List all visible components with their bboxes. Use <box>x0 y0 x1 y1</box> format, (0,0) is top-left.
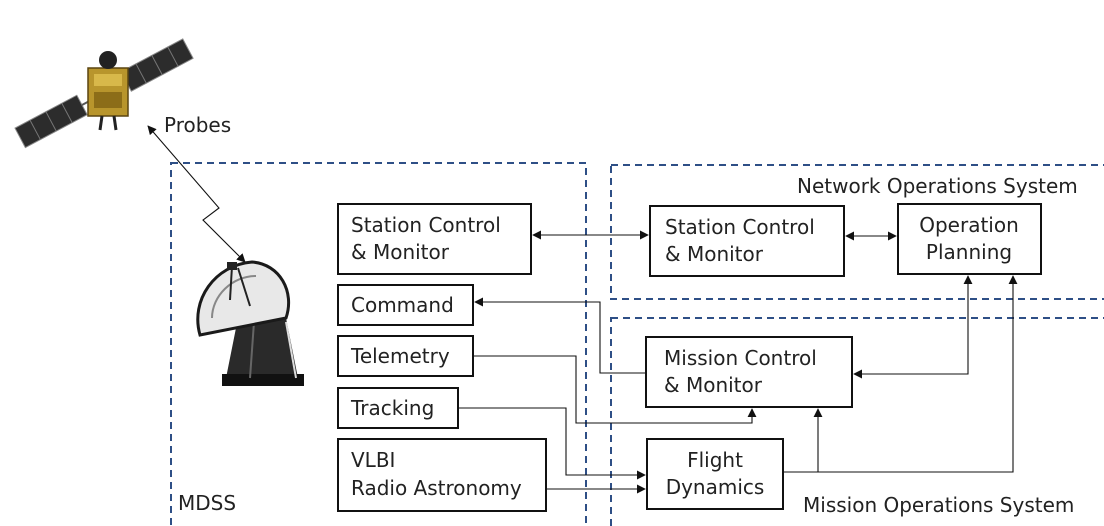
connector-tracking-to-flight <box>458 407 646 480</box>
satellite-icon <box>14 38 194 149</box>
mission-control-box <box>645 336 853 408</box>
mdss-station-control-box <box>337 203 532 275</box>
operation-planning-line-2: Planning <box>926 240 1012 264</box>
connector-planning-to-mission <box>853 275 973 379</box>
tracking-label: Tracking <box>350 396 434 420</box>
nos-station-control-line-1: Station Control <box>665 215 815 239</box>
flight-dynamics-line-2: Dynamics <box>666 475 765 499</box>
antenna-dish-icon <box>196 260 304 386</box>
operation-planning-line-1: Operation <box>919 213 1019 237</box>
connector-telemetry-to-mission <box>473 355 757 424</box>
probes-label: Probes <box>164 113 231 137</box>
mission-operations-system-label: Mission Operations System <box>803 493 1074 517</box>
connector-flight-to-planning <box>783 275 1018 473</box>
tracking-box <box>337 387 459 429</box>
mission-control-line-1: Mission Control <box>664 346 817 370</box>
vlbi-box <box>337 438 547 512</box>
operation-planning-box <box>897 203 1042 275</box>
flight-dynamics-line-1: Flight <box>687 448 743 472</box>
vlbi-line-1: VLBI <box>351 448 395 472</box>
nos-station-control-line-2: & Monitor <box>665 242 764 266</box>
connector-mission-to-command <box>474 297 646 374</box>
mdss-region <box>170 162 587 526</box>
telemetry-box <box>337 335 474 377</box>
mdss-station-control-line-1: Station Control <box>351 213 501 237</box>
telemetry-label: Telemetry <box>350 344 450 368</box>
mission-control-line-2: & Monitor <box>664 373 763 397</box>
vlbi-line-2: Radio Astronomy <box>351 476 522 500</box>
network-operations-system-label: Network Operations System <box>797 174 1078 198</box>
mdss-label: MDSS <box>178 491 236 515</box>
nos-station-control-box <box>649 205 845 277</box>
radio-link-icon <box>147 125 246 263</box>
command-label: Command <box>351 293 454 317</box>
command-box <box>337 284 474 326</box>
flight-dynamics-box <box>646 438 784 510</box>
mdss-station-control-line-2: & Monitor <box>351 240 450 264</box>
